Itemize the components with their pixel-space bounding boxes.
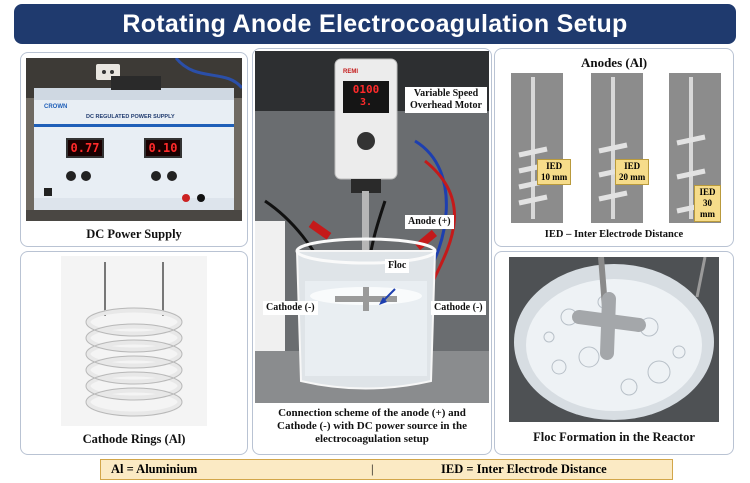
ied-label-20: IED 20 mm	[615, 159, 650, 185]
cathode-rings-caption: Cathode Rings (Al)	[82, 432, 186, 446]
legend-divider: |	[371, 462, 374, 476]
current-readout: 0.10	[144, 138, 182, 158]
legend-al: Al = Aluminium	[111, 462, 198, 476]
floc-caption: Floc Formation in the Reactor	[533, 430, 695, 444]
page-title: Rotating Anode Electrocoagulation Setup	[14, 4, 736, 44]
floc-panel: Floc Formation in the Reactor	[494, 251, 734, 455]
cathode-left-label: Cathode (-)	[263, 301, 318, 315]
motor-display-level: 3.	[359, 97, 373, 108]
knob-icon	[81, 171, 91, 181]
ied-label-30: IED 30 mm	[694, 185, 721, 222]
knob-icon	[167, 171, 177, 181]
terminal-icon	[197, 194, 205, 202]
cathode-rings-panel: Cathode Rings (Al)	[20, 251, 248, 455]
ied-label-10: IED 10 mm	[537, 159, 572, 185]
setup-caption: Connection scheme of the anode (+) and C…	[277, 407, 467, 445]
floc-photo	[509, 257, 719, 422]
power-supply-photo: CROWN DC REGULATED POWER SUPPLY 0.77 0.1…	[26, 58, 242, 221]
terminal-icon	[182, 194, 190, 202]
anodes-panel: Anodes (Al) IED	[494, 48, 734, 247]
speed-knob-icon	[357, 132, 375, 150]
anodes-caption: IED – Inter Electrode Distance	[544, 229, 684, 240]
anodes-title: Anodes (Al)	[580, 55, 648, 70]
anode-label: Anode (+)	[405, 215, 454, 229]
floc-label: Floc	[385, 259, 410, 273]
power-supply-brand: CROWN	[44, 104, 68, 110]
legend-ied: IED = Inter Electrode Distance	[441, 462, 607, 476]
cathode-rings-photo	[61, 256, 207, 426]
power-supply-panel: CROWN DC REGULATED POWER SUPPLY 0.77 0.1…	[20, 52, 248, 247]
cathode-right-label: Cathode (-)	[431, 301, 486, 315]
legend-bar: Al = Aluminium | IED = Inter Electrode D…	[100, 459, 673, 480]
knob-icon	[66, 171, 76, 181]
motor-display-speed: 0100	[352, 83, 380, 96]
power-supply-caption: DC Power Supply	[86, 227, 182, 241]
motor-brand: REMI	[343, 69, 358, 75]
knob-icon	[151, 171, 161, 181]
setup-photo: REMI 0100 3. Variable Speed Overhead Mot…	[255, 51, 489, 403]
anodes-photo: IED 10 mm IED 20 mm IED 30 mm	[509, 73, 721, 223]
setup-panel: REMI 0100 3. Variable Speed Overhead Mot…	[252, 48, 492, 455]
motor-label: Variable Speed Overhead Motor	[405, 87, 487, 113]
voltage-readout: 0.77	[66, 138, 104, 158]
power-supply-label: DC REGULATED POWER SUPPLY	[86, 114, 175, 120]
